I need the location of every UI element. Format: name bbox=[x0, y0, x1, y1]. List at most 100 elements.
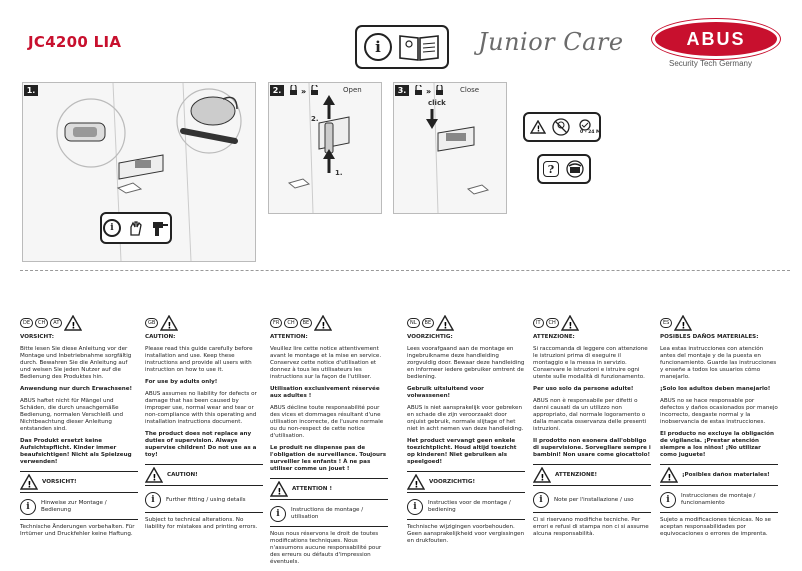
caution-row: ! VORSICHT! bbox=[20, 471, 138, 493]
column-adults: ¡Solo los adultos deben manejarlo! bbox=[660, 386, 771, 392]
caution-label: VOORZICHTIG! bbox=[429, 478, 476, 485]
column-footnote: Ci si riservano modifiche tecniche. Per … bbox=[533, 517, 649, 537]
language-flag: AT bbox=[50, 318, 63, 328]
column-heading: POSIBLES DAÑOS MATERIALES: bbox=[660, 334, 759, 340]
language-flag: DE bbox=[20, 318, 34, 328]
column-footnote: Subject to technical alterations. No lia… bbox=[145, 517, 258, 530]
language-flag: BE bbox=[421, 318, 435, 328]
warning-icon: ! bbox=[314, 315, 333, 331]
info-row: i Instructies voor de montage / bedienin… bbox=[407, 497, 525, 520]
info-label: Hinweise zur Montage / Bedienung bbox=[41, 500, 107, 513]
warning-icon: ! bbox=[533, 467, 551, 483]
language-flag: CH bbox=[284, 318, 298, 328]
step-2-panel: 2. » Open 2. 1. bbox=[268, 82, 382, 214]
warning-icon: ! bbox=[560, 315, 579, 332]
language-flags: ES ! bbox=[660, 312, 778, 334]
language-flag: FR bbox=[270, 318, 283, 328]
language-column: ES ! POSIBLES DAÑOS MATERIALES: Lea esta… bbox=[660, 312, 778, 543]
warning-icon: ! bbox=[674, 315, 693, 332]
svg-text:!: ! bbox=[537, 125, 541, 134]
info-icon: i bbox=[364, 33, 392, 61]
step-1-number: 1. bbox=[24, 85, 38, 96]
info-label: Further fitting / using details bbox=[166, 496, 246, 503]
svg-text:!: ! bbox=[444, 322, 448, 332]
caution-row: ! CAUTION! bbox=[145, 464, 263, 486]
svg-text:!: ! bbox=[540, 474, 544, 484]
info-label: Note per l'installazione / uso bbox=[554, 496, 634, 503]
column-footnote: Technische Änderungen vorbehalten. Für I… bbox=[20, 524, 135, 537]
product-name: JC4200 LIA bbox=[28, 33, 122, 51]
unlock-sequence-icon: » bbox=[290, 85, 318, 96]
info-icon: i bbox=[145, 492, 161, 508]
language-flag: BE bbox=[299, 318, 313, 328]
caution-row: ! VOORZICHTIG! bbox=[407, 471, 525, 493]
info-row: i Hinweise zur Montage / Bedienung bbox=[20, 497, 138, 520]
tools-symbol-box: i bbox=[100, 212, 172, 244]
caution-row: ! ATTENTION ! bbox=[270, 478, 388, 500]
info-icon: i bbox=[103, 219, 121, 237]
column-liability: ABUS haftet nicht für Mängel und Schäden… bbox=[20, 398, 124, 432]
step-2-label: Open bbox=[343, 86, 362, 94]
column-intro: Please read this guide carefully before … bbox=[145, 346, 253, 373]
info-label: Instructions de montage / utilisation bbox=[291, 507, 364, 520]
column-liability: ABUS décline toute responsabilité pour d… bbox=[270, 405, 384, 439]
info-icon: i bbox=[270, 506, 286, 522]
no-child-icon bbox=[552, 118, 570, 136]
info-row: i Instrucciones de montaje / funcionamie… bbox=[660, 490, 778, 513]
language-flag: GB bbox=[145, 318, 159, 328]
column-liability: ABUS is niet aansprakelijk voor gebreken… bbox=[407, 405, 524, 432]
svg-text:»: » bbox=[426, 87, 431, 96]
abus-logo: ABUS bbox=[655, 22, 777, 56]
column-liability: ABUS no se hace responsable por defectos… bbox=[660, 398, 778, 425]
column-intro: Lees voorafgaand aan de montage en ingeb… bbox=[407, 346, 525, 380]
language-flag: NL bbox=[407, 318, 420, 328]
column-liability: ABUS assumes no liability for defects or… bbox=[145, 391, 257, 425]
column-heading: ATTENTION: bbox=[270, 334, 308, 340]
warning-icon: ! bbox=[530, 120, 546, 134]
help-contact-box: ? bbox=[537, 154, 591, 184]
column-heading: ATTENZIONE: bbox=[533, 334, 575, 340]
info-label: Instructies voor de montage / bediening bbox=[428, 500, 511, 513]
svg-text:!: ! bbox=[682, 322, 686, 332]
svg-text:!: ! bbox=[667, 474, 671, 484]
column-adults: For use by adults only! bbox=[145, 379, 218, 385]
caution-label: ¡Posibles daños materiales! bbox=[682, 471, 770, 478]
step-2-illustration bbox=[287, 82, 350, 214]
step-2-marker-2: 2. bbox=[311, 115, 319, 123]
column-adults: Gebruik uitsluitend voor volwassenen! bbox=[407, 386, 484, 399]
info-icon: i bbox=[407, 499, 423, 515]
warning-icon: ! bbox=[160, 315, 179, 331]
info-row: i Instructions de montage / utilisation bbox=[270, 504, 388, 527]
svg-text:!: ! bbox=[568, 322, 572, 332]
warning-icon: ! bbox=[436, 315, 455, 332]
column-intro: Veuillez lire cette notice attentivement… bbox=[270, 346, 382, 380]
step-2-marker-1: 1. bbox=[335, 169, 343, 177]
language-flag: CH bbox=[35, 318, 49, 328]
info-row: i Note per l'installazione / uso bbox=[533, 490, 651, 513]
svg-text:!: ! bbox=[72, 322, 76, 332]
warning-icon: ! bbox=[20, 474, 38, 490]
caution-row: ! ATTENZIONE! bbox=[533, 464, 651, 486]
step-3-label: Close bbox=[460, 86, 480, 94]
step-2-number: 2. bbox=[270, 85, 284, 96]
warning-icon: ! bbox=[64, 315, 83, 332]
column-intro: Lea estas instrucciones con atención ant… bbox=[660, 346, 777, 380]
column-heading: CAUTION: bbox=[145, 334, 176, 340]
caution-label: ATTENTION ! bbox=[292, 485, 332, 492]
step-3-number: 3. bbox=[395, 85, 409, 96]
column-liability: ABUS non è responsabile per difetti o da… bbox=[533, 398, 647, 432]
warning-icon: ! bbox=[145, 467, 163, 483]
info-row: i Further fitting / using details bbox=[145, 490, 263, 513]
svg-text:»: » bbox=[301, 87, 306, 96]
read-manual-icon: i bbox=[355, 25, 449, 69]
column-supervision: Het product vervangt geen enkele toezich… bbox=[407, 438, 517, 465]
hand-icon bbox=[130, 221, 142, 236]
abus-tagline: Security Tech Germany bbox=[669, 59, 752, 68]
column-footnote: Nous nous réservons le droit de toutes m… bbox=[270, 531, 382, 565]
column-adults: Per uso solo da persone adulte! bbox=[533, 386, 634, 392]
